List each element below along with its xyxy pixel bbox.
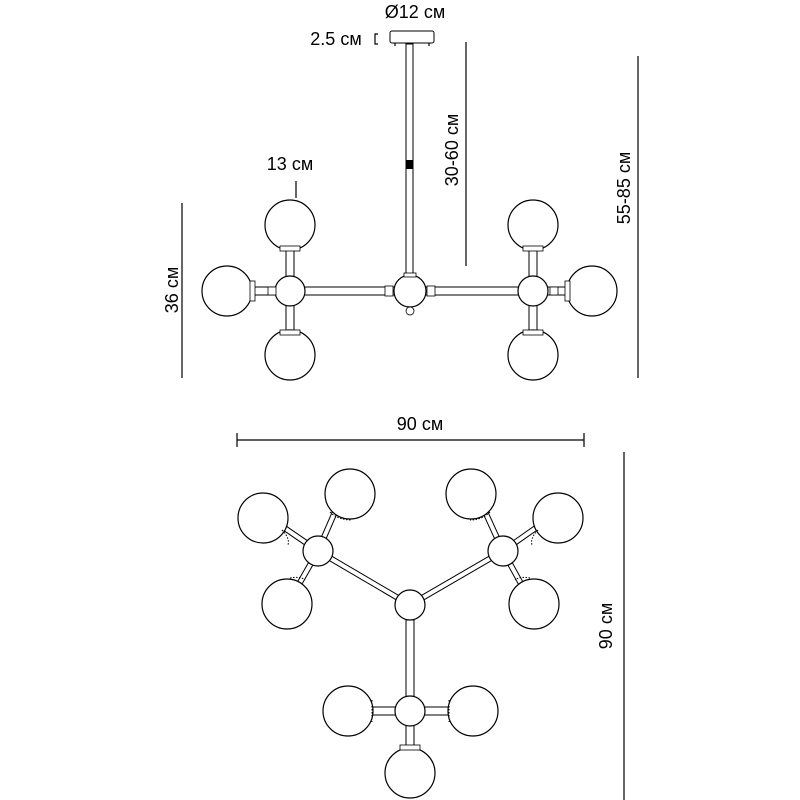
width-label: 90 см: [397, 414, 443, 434]
rod-joint: [406, 160, 413, 169]
right-cluster: [507, 199, 618, 381]
globe-shade: [324, 468, 376, 520]
globe-shade: [264, 329, 316, 381]
side-view: Ø12 см 2.5 см 13 см 36 см 30-60 см 55-85…: [162, 2, 639, 381]
globe-shade: [322, 685, 374, 737]
rod-length-label: 30-60 см: [442, 114, 462, 186]
globe-shade: [507, 199, 559, 251]
plan-view: 90 см 90 см: [236, 414, 625, 800]
suspension-rod: [405, 43, 414, 275]
center-hub: [393, 274, 427, 308]
depth-label: 90 см: [596, 603, 616, 649]
globe-diameter-label: 13 см: [267, 154, 313, 174]
bottom-finial: [405, 306, 415, 316]
globe-shade: [532, 492, 584, 544]
plan-left-hub: [302, 535, 334, 567]
canopy-diameter-label: Ø12 см: [385, 2, 445, 22]
right-hub: [517, 275, 549, 307]
globe-shade: [264, 199, 316, 251]
left-cluster: [201, 199, 316, 381]
globe-shade: [508, 578, 560, 630]
canopy-height-bracket: [374, 33, 378, 45]
globe-shade: [261, 578, 313, 630]
canopy-height-label: 2.5 см: [310, 29, 361, 49]
globe-shade: [447, 685, 499, 737]
plan-upper-right-cluster: [445, 468, 584, 630]
globe-shade: [237, 492, 289, 544]
plan-center-hub: [394, 589, 426, 621]
total-height-label: 55-85 см: [614, 152, 634, 224]
globe-shade: [384, 747, 436, 799]
plan-right-hub: [487, 535, 519, 567]
ceiling-canopy: [389, 30, 435, 44]
globe-shade: [445, 468, 497, 520]
plan-bottom-cluster: [322, 685, 499, 799]
plan-bottom-hub: [394, 695, 426, 727]
globe-shade: [566, 265, 618, 317]
globe-shade: [201, 265, 253, 317]
left-hub: [274, 275, 306, 307]
globe-shade: [507, 329, 559, 381]
plan-upper-left-cluster: [237, 468, 376, 630]
arm-height-label: 36 см: [162, 267, 182, 313]
